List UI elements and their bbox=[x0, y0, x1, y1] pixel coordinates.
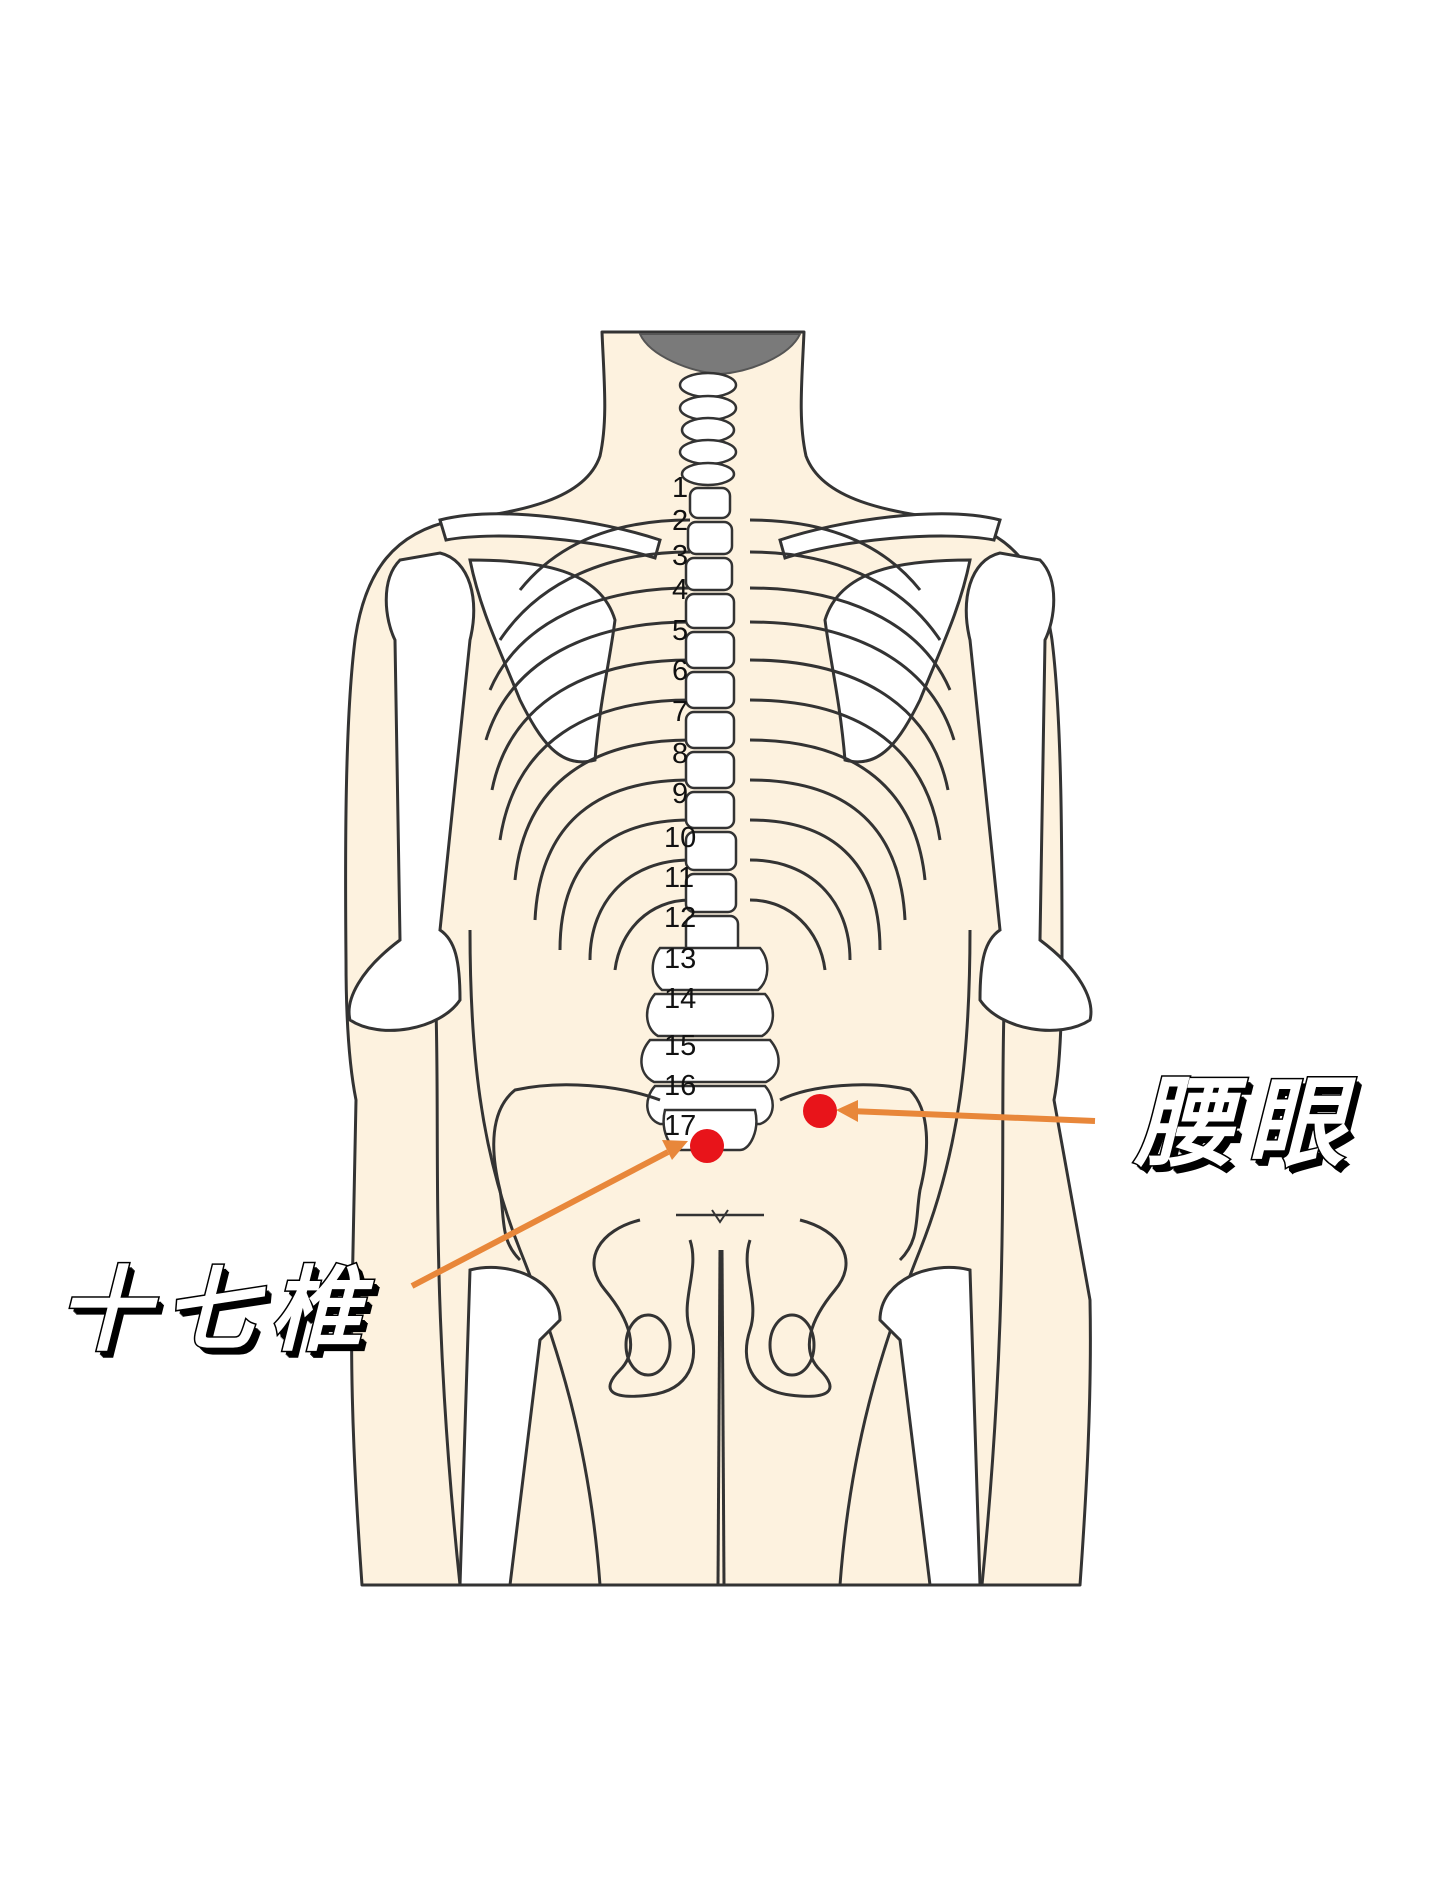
clavicles bbox=[438, 512, 1002, 560]
spine-vertebrae bbox=[640, 486, 780, 1152]
vertebra-number: 2 bbox=[672, 505, 688, 537]
acupoint-shiqizhui bbox=[690, 1129, 724, 1163]
vertebra-number: 3 bbox=[672, 540, 688, 572]
arrowhead-shiqizhui bbox=[662, 1140, 688, 1160]
vertebra-number: 4 bbox=[672, 574, 688, 606]
vertebra-number: 14 bbox=[664, 983, 696, 1015]
acupoint-yaoyan bbox=[803, 1094, 837, 1128]
arrow-yaoyan bbox=[849, 1108, 1096, 1124]
vertebra-number: 12 bbox=[664, 902, 696, 934]
vertebra-number: 15 bbox=[664, 1030, 696, 1062]
vertebra-number: 6 bbox=[672, 655, 688, 687]
femurs bbox=[458, 1265, 982, 1587]
vertebra-number: 11 bbox=[664, 862, 694, 894]
vertebra-number: 1 bbox=[672, 472, 688, 504]
vertebra-number: 17 bbox=[664, 1110, 696, 1142]
acupoints bbox=[690, 1094, 837, 1163]
ribs bbox=[484, 518, 956, 971]
humeri bbox=[347, 551, 1093, 1032]
vertebra-number: 13 bbox=[664, 943, 696, 975]
cervical-vertebrae bbox=[678, 371, 738, 487]
vertebra-number: 9 bbox=[672, 778, 688, 810]
vertebra-number: 10 bbox=[664, 822, 696, 854]
vertebra-number: 16 bbox=[664, 1070, 696, 1102]
arrow-shiqizhui bbox=[410, 1149, 670, 1289]
label-shiqizhui: 十七椎 bbox=[56, 1257, 377, 1364]
arrowhead-yaoyan bbox=[836, 1100, 858, 1122]
vertebra-number: 7 bbox=[672, 696, 688, 728]
label-yaoyan: 腰眼 bbox=[1133, 1067, 1360, 1181]
vertebra-number: 8 bbox=[672, 738, 688, 770]
callout-arrows bbox=[410, 1100, 1096, 1289]
pelvis bbox=[492, 1083, 928, 1398]
vertebra-numbers: 1 2 3 4 5 6 7 8 9 10 11 12 13 14 15 16 1… bbox=[664, 472, 696, 1142]
vertebra-number: 5 bbox=[672, 615, 688, 647]
